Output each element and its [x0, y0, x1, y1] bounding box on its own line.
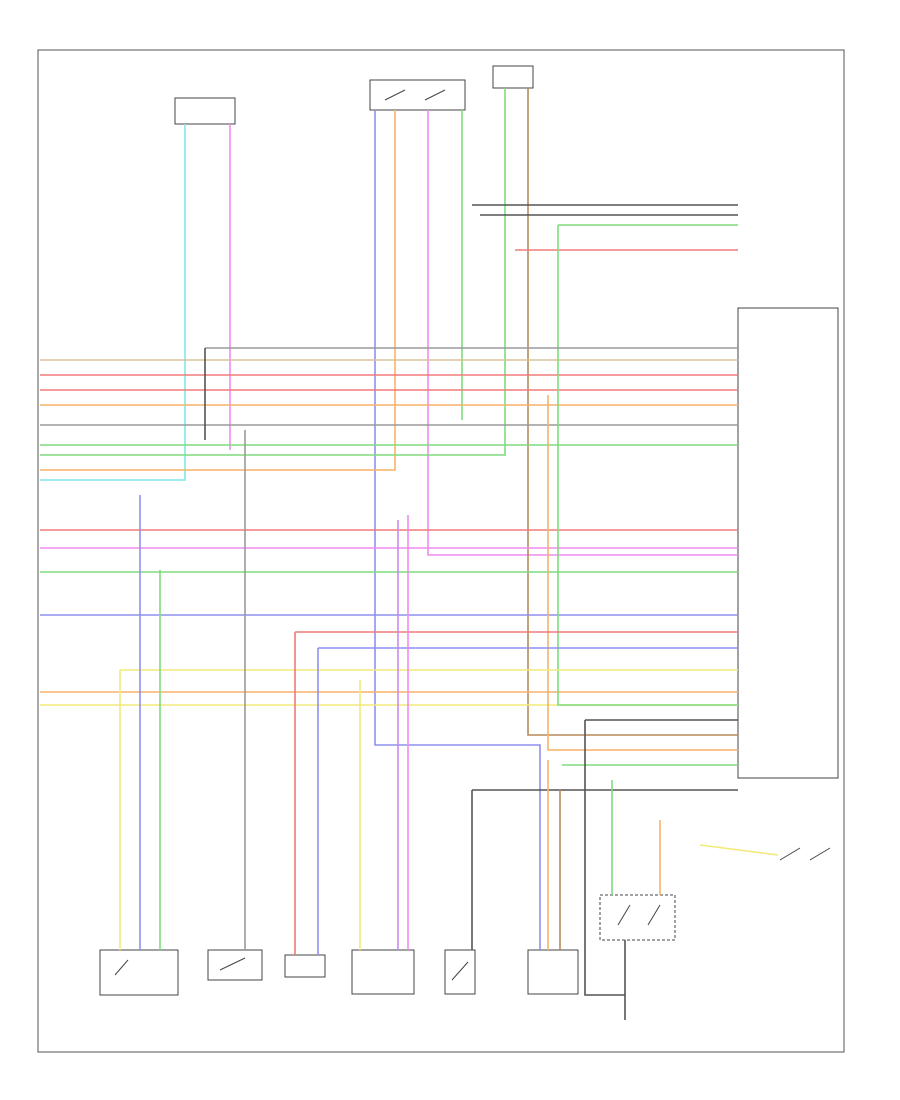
park-neutral-switch: [369, 79, 466, 111]
bottom-sensor-4: [351, 949, 415, 995]
pressure-switch: [779, 847, 831, 861]
wire-green-6: [40, 88, 506, 456]
wires: [40, 88, 779, 1020]
top-left-sensor: [174, 97, 236, 125]
wire-green-24: [557, 225, 738, 706]
wire-black-49: [584, 720, 625, 996]
wire-brown-7: [527, 88, 738, 736]
bottom-sensor-1: [99, 949, 179, 996]
bottom-sensor-3: [284, 954, 326, 978]
wire-orange-3: [40, 110, 396, 471]
wire-blue-2: [374, 110, 541, 950]
bottom-sensor-5: [444, 949, 476, 995]
wire-magenta-4: [427, 110, 738, 556]
wire-yellow-47: [699, 844, 779, 856]
clutch-switch: [599, 894, 676, 941]
diagram-frame: [37, 49, 845, 1053]
top-right-sensor: [492, 65, 534, 89]
pcm-connector: [737, 307, 839, 779]
wire-orange-25: [547, 395, 738, 751]
bottom-sensor-2: [207, 949, 263, 981]
bottom-sensor-6: [527, 949, 579, 995]
wire-cyan-0: [40, 124, 186, 481]
